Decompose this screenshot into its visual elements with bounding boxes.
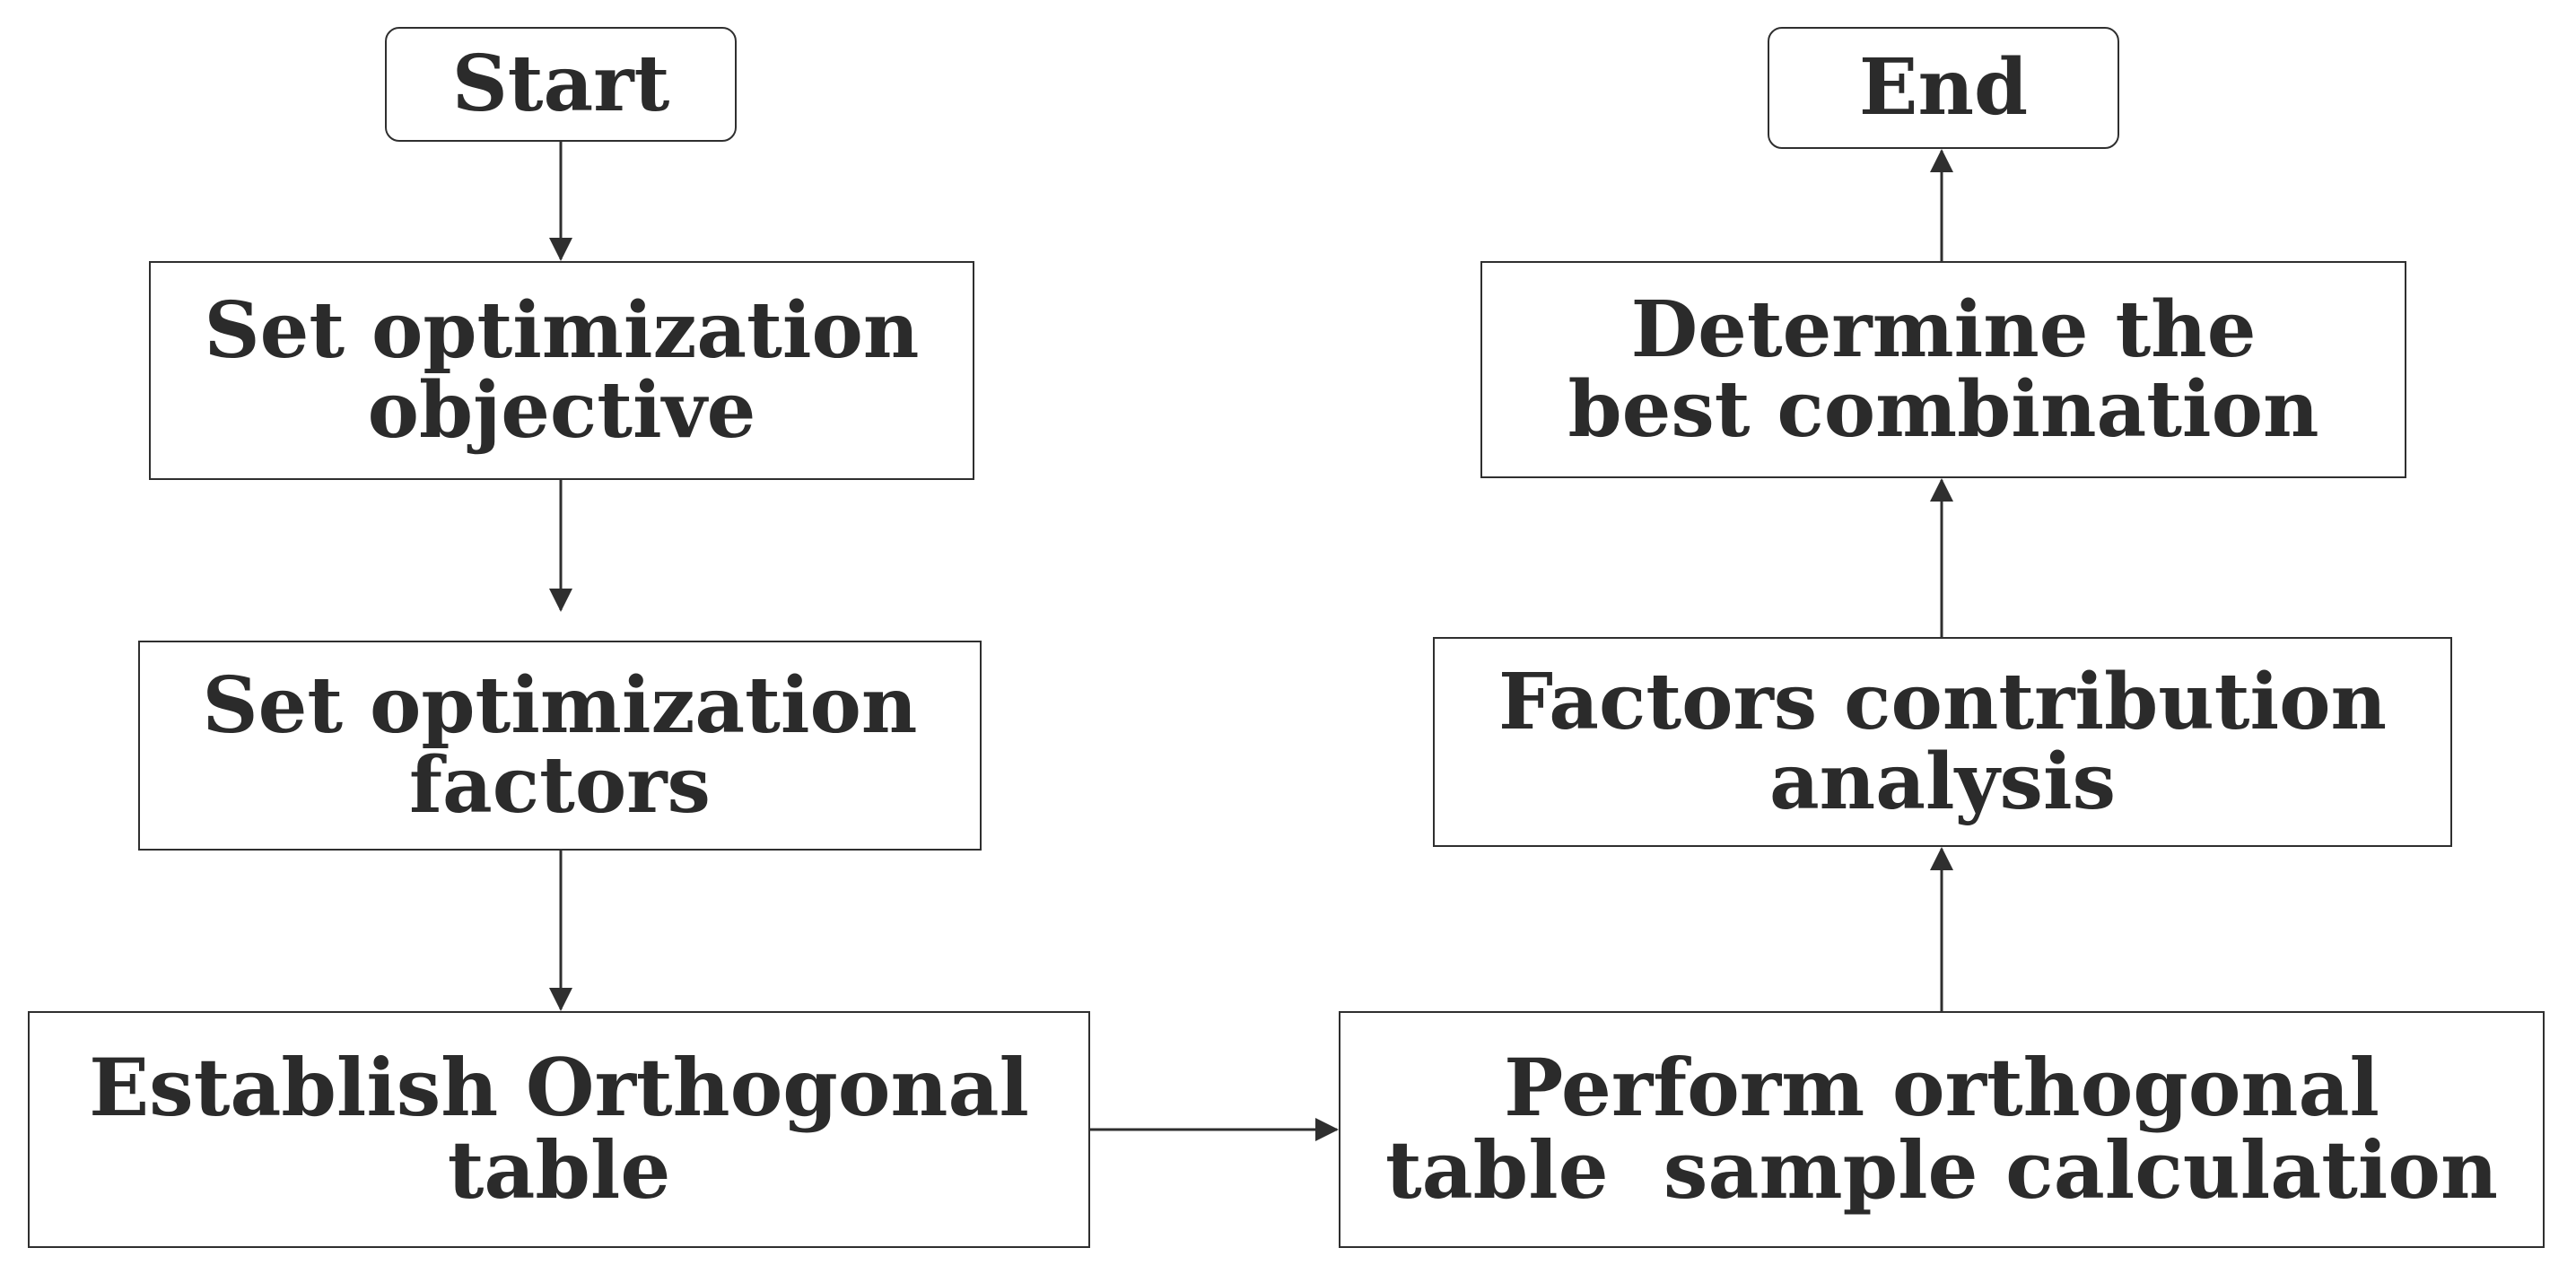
contribution-analysis-label: Factors contribution analysis <box>1444 656 2441 827</box>
best-combination-line-1: Determine the <box>1630 284 2257 375</box>
contribution-analysis-line-2: analysis <box>1768 737 2117 827</box>
establish-orthogonal-table-label: Establish Orthogonal table <box>39 1047 1079 1211</box>
set-factors-line-1: Set optimization <box>202 659 918 751</box>
best-combination-node: Determine the best combination <box>1480 261 2406 478</box>
start-node: Start <box>385 27 737 142</box>
establish-orthogonal-table-line-2: table <box>447 1123 671 1217</box>
set-objective-line-2: objective <box>367 365 756 456</box>
end-node: End <box>1768 27 2119 149</box>
set-factors-label: Set optimization factors <box>149 659 971 831</box>
sample-calculation-line-1: Perform orthogonal <box>1504 1041 2380 1135</box>
best-combination-label: Determine the best combination <box>1491 284 2396 455</box>
set-factors-node: Set optimization factors <box>138 641 982 851</box>
set-objective-node: Set optimization objective <box>149 261 974 480</box>
set-objective-label: Set optimization objective <box>160 284 964 456</box>
sample-calculation-node: Perform orthogonal table sample calculat… <box>1339 1011 2545 1248</box>
sample-calculation-label: Perform orthogonal table sample calculat… <box>1349 1047 2534 1211</box>
set-objective-line-1: Set optimization <box>204 284 920 376</box>
establish-orthogonal-table-node: Establish Orthogonal table <box>28 1011 1090 1248</box>
best-combination-line-2: best combination <box>1567 364 2319 455</box>
start-node-line: Start <box>451 39 670 130</box>
set-factors-line-2: factors <box>409 740 711 831</box>
contribution-analysis-node: Factors contribution analysis <box>1433 637 2452 847</box>
contribution-analysis-line-1: Factors contribution <box>1498 656 2388 747</box>
establish-orthogonal-table-line-1: Establish Orthogonal <box>89 1041 1029 1135</box>
start-node-label: Start <box>396 39 726 130</box>
end-node-line: End <box>1858 42 2029 134</box>
sample-calculation-line-2: table sample calculation <box>1385 1123 2498 1217</box>
end-node-label: End <box>1778 42 2109 134</box>
